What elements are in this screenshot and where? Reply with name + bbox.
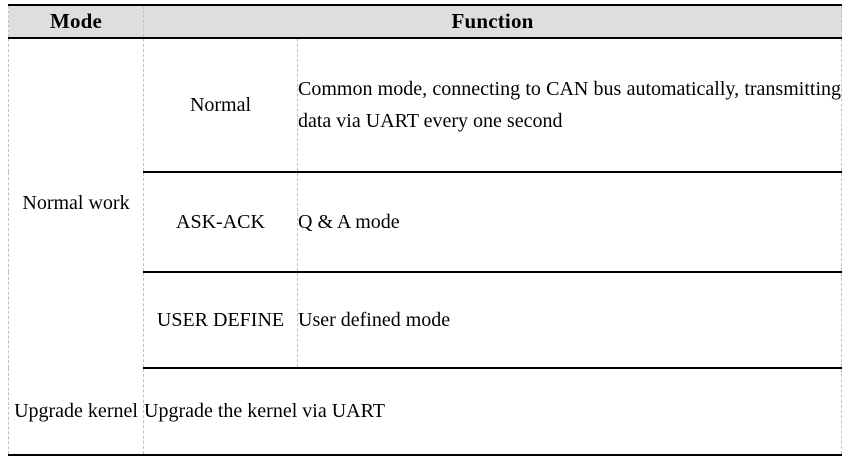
table-header-row: Mode Function xyxy=(8,4,842,39)
table-body: Normal work Normal Common mode, connecti… xyxy=(8,38,842,456)
mode-cell-normal-work: Normal work xyxy=(8,38,144,368)
sub-mode-cell-ask-ack: ASK-ACK xyxy=(143,172,298,273)
sub-mode-cell-normal: Normal xyxy=(143,38,298,173)
table-row: Upgrade kernel Upgrade the kernel via UA… xyxy=(8,368,842,456)
table-header: Mode Function xyxy=(8,4,842,39)
function-cell-ask-ack: Q & A mode xyxy=(297,172,842,273)
sub-mode-cell-user-define: USER DEFINE xyxy=(143,272,298,369)
column-header-mode: Mode xyxy=(8,4,144,39)
table-row: Normal work Normal Common mode, connecti… xyxy=(8,38,842,368)
column-header-function: Function xyxy=(143,4,842,39)
function-cell-upgrade-kernel: Upgrade the kernel via UART xyxy=(143,368,842,456)
function-cell-normal: Common mode, connecting to CAN bus autom… xyxy=(297,38,842,173)
table-row: USER DEFINE User defined mode xyxy=(9,272,842,369)
table-row: ASK-ACK Q & A mode xyxy=(9,172,842,273)
function-cell-user-define: User defined mode xyxy=(297,272,842,369)
mode-cell-upgrade-kernel: Upgrade kernel xyxy=(8,368,144,456)
mode-function-table: Mode Function Normal work Normal Common … xyxy=(8,4,842,456)
